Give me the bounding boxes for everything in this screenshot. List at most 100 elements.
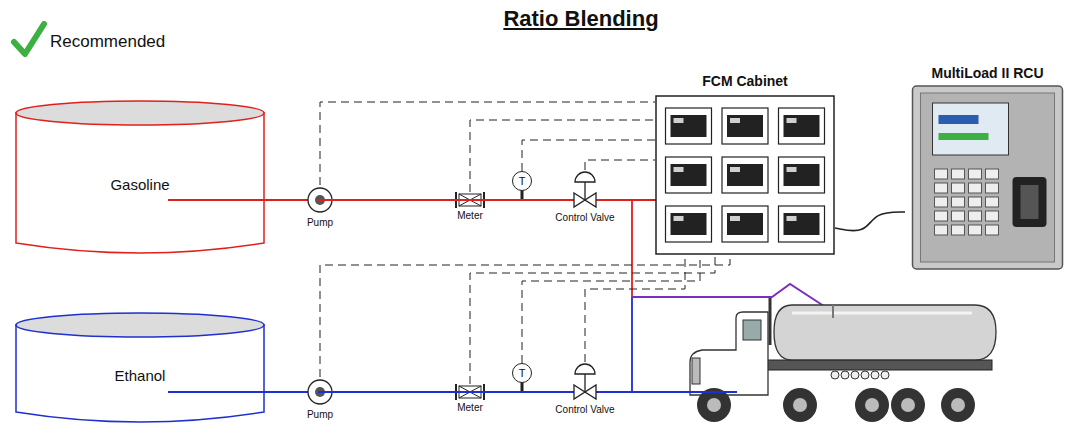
rcu-key [935, 183, 948, 193]
part-label: Pump [168, 409, 472, 421]
sensor-stem [521, 382, 524, 392]
rcu-key [952, 211, 965, 221]
truck-chassis [760, 360, 992, 370]
rcu-key [969, 197, 982, 207]
pump: Pump [168, 185, 472, 229]
sensor-label: T [519, 364, 526, 382]
fcm-terminal [787, 216, 797, 221]
temperature-sensor: T [512, 171, 532, 191]
fcm-module [666, 206, 712, 242]
rcu-key [952, 183, 965, 193]
tank-body [16, 324, 264, 422]
rcu-key [986, 169, 999, 179]
fcm-terminal [674, 216, 684, 221]
signal-wire [522, 255, 700, 363]
card-reader [1013, 177, 1047, 227]
component-heading: MultiLoad II RCU [905, 62, 1070, 84]
diagram-title: Ratio Blending [431, 6, 731, 32]
grille [692, 358, 700, 384]
fcm-terminal [674, 118, 684, 123]
fcm-module [779, 108, 825, 144]
fcm-terminal [730, 167, 740, 172]
cabinet-drawing [655, 95, 835, 255]
fcm-terminal [730, 118, 740, 123]
rcu-key [952, 225, 965, 235]
fcm-board [727, 164, 763, 186]
rcu-key [986, 183, 999, 193]
rcu-bezel [921, 93, 1055, 262]
data-cable [835, 212, 905, 231]
rcu-screen [933, 103, 1009, 155]
valve-body [574, 385, 596, 399]
rcu-screen-bar [939, 115, 979, 124]
sensor-label: T [519, 172, 526, 190]
fcm-board [727, 213, 763, 235]
tank-label: Gasoline [110, 176, 169, 193]
check-mark [14, 24, 44, 54]
rcu-key [935, 211, 948, 221]
signal-wire [320, 102, 655, 185]
valve-actuator [575, 364, 595, 374]
status-label: Recommended [50, 32, 165, 52]
sensor-stem [521, 190, 524, 200]
fcm-module [722, 108, 768, 144]
storage-tank: Ethanol [15, 312, 265, 424]
part-label: Control Valve [433, 404, 737, 416]
rcu-key [935, 169, 948, 179]
rcu-housing [913, 86, 1063, 269]
storage-tank: Gasoline [15, 100, 265, 255]
control-valve: Control Valve [433, 362, 737, 416]
fcm-board [671, 164, 707, 186]
fcm-terminal [787, 167, 797, 172]
signal-wire [320, 255, 730, 377]
rcu-key [952, 169, 965, 179]
fcm-module [722, 206, 768, 242]
fcm-terminal [787, 118, 797, 123]
valve-stem [584, 182, 585, 200]
fcm-module [779, 157, 825, 193]
fcm-cabinet: FCM Cabinet [655, 70, 835, 255]
part-label: Pump [168, 217, 472, 229]
signal-wire [585, 255, 685, 362]
fcm-board [727, 115, 763, 137]
fcm-module [666, 108, 712, 144]
tank-top [16, 101, 264, 125]
rcu-key [969, 169, 982, 179]
cab-window [743, 320, 761, 340]
rcu-key [986, 211, 999, 221]
fcm-board [784, 164, 820, 186]
wheels [697, 388, 975, 422]
part-label: Control Valve [433, 212, 737, 224]
fcm-module [779, 206, 825, 242]
fcm-module [722, 157, 768, 193]
bottom-valves [831, 371, 889, 379]
ethanol-pipe [605, 297, 632, 392]
fcm-board [784, 213, 820, 235]
truck-cab [690, 312, 768, 395]
rcu-key [969, 225, 982, 235]
exhaust-stack [769, 298, 772, 345]
signal-wire [470, 120, 655, 192]
tank-label: Ethanol [115, 367, 166, 384]
valve-stem [584, 374, 585, 392]
rcu-key [935, 225, 948, 235]
rcu-key [986, 225, 999, 235]
valve-body [574, 193, 596, 207]
rcu-key [969, 211, 982, 221]
fcm-terminal [674, 167, 684, 172]
temperature-sensor: T [512, 363, 532, 383]
fcm-terminal [730, 216, 740, 221]
signal-wire [470, 255, 715, 384]
fcm-board [784, 115, 820, 137]
fcm-board [671, 213, 707, 235]
symbol [433, 362, 737, 402]
pump: Pump [168, 377, 472, 421]
hatch [832, 305, 834, 318]
trailer-highlight [792, 312, 972, 315]
rcu-key [986, 197, 999, 207]
tank-label-box: Gasoline [15, 100, 265, 255]
fcm-board [671, 115, 707, 137]
rcu-screen-bar [939, 133, 989, 140]
tank-top [16, 313, 264, 337]
